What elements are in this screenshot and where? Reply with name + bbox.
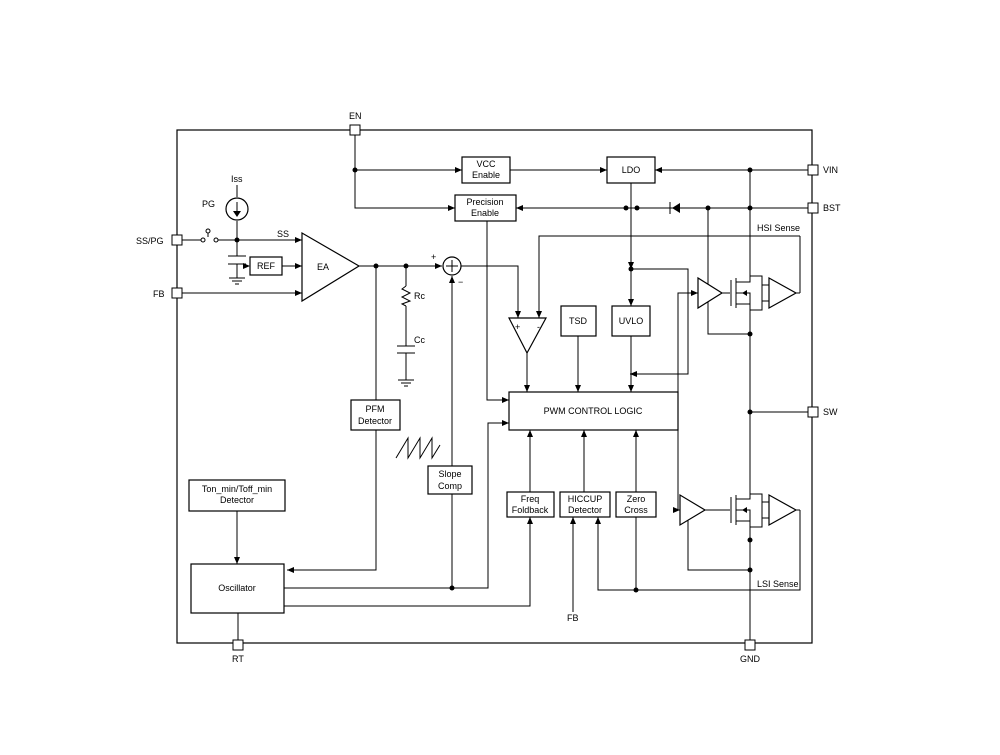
pin-fb	[171, 287, 183, 299]
pin-sw	[807, 406, 819, 418]
pin-rt	[232, 639, 244, 651]
pfm-detector-block: PFM Detector	[350, 399, 401, 431]
pin-rt-label: RT	[232, 654, 244, 664]
rc-resistor-icon: Rc	[400, 285, 425, 307]
bootstrap-diode-icon	[669, 202, 680, 214]
iss-label: Iss	[231, 174, 243, 184]
high-side-current-sense-amp: HSI Sense	[757, 223, 800, 310]
pwm-comparator: + -	[508, 317, 548, 355]
pin-ss-pg	[171, 234, 183, 246]
sum-minus-label: −	[458, 277, 463, 287]
svg-text:Detector: Detector	[568, 505, 602, 515]
pg-switch-icon: PG	[200, 199, 219, 243]
pin-fb-label: FB	[153, 289, 165, 299]
low-side-gate-driver	[679, 493, 730, 527]
pin-bst-label: BST	[823, 203, 841, 213]
current-source-icon: Iss	[225, 174, 249, 221]
summing-junction-icon: + −	[431, 252, 463, 287]
slope-comp-block: Slope Comp	[427, 465, 473, 495]
cc-capacitor-icon: Cc	[397, 335, 425, 387]
pg-label: PG	[202, 199, 215, 209]
pin-sw-label: SW	[823, 407, 838, 417]
ss-label: SS	[277, 229, 289, 239]
svg-text:Detector: Detector	[358, 416, 392, 426]
pins: EN VIN BST SW GND RT SS/PG FB	[136, 111, 841, 664]
svg-text:Oscillator: Oscillator	[218, 583, 256, 593]
svg-text:Slope: Slope	[438, 469, 461, 479]
svg-text:LDO: LDO	[622, 165, 641, 175]
low-side-mosfet-icon	[730, 490, 763, 530]
pin-vin-label: VIN	[823, 165, 838, 175]
ss-capacitor-icon	[228, 255, 246, 285]
pin-vin	[807, 164, 819, 176]
svg-text:Cross: Cross	[624, 505, 648, 515]
cmp-minus-label: -	[537, 322, 540, 332]
ton-toff-min-detector-block: Ton_min/Toff_min Detector	[188, 479, 286, 512]
low-side-current-sense-amp: LSI Sense	[757, 493, 800, 589]
freq-foldback-block: Freq Foldback	[506, 491, 555, 518]
high-side-gate-driver	[697, 276, 730, 310]
pwm-control-logic-block: PWM CONTROL LOGIC	[508, 391, 679, 431]
svg-text:EA: EA	[317, 262, 329, 272]
pin-ss-pg-label: SS/PG	[136, 236, 164, 246]
svg-text:HICCUP: HICCUP	[568, 494, 603, 504]
svg-text:PFM: PFM	[366, 404, 385, 414]
oscillator-block: Oscillator	[190, 563, 285, 614]
precision-enable-block: Precision Enable	[454, 194, 517, 222]
vcc-enable-block: VCC Enable	[461, 156, 511, 184]
junction-dots	[234, 167, 753, 593]
svg-text:Ton_min/Toff_min: Ton_min/Toff_min	[202, 484, 272, 494]
pin-gnd-label: GND	[740, 654, 761, 664]
svg-text:Enable: Enable	[472, 170, 500, 180]
ldo-block: LDO	[606, 156, 656, 184]
svg-text:Comp: Comp	[438, 481, 462, 491]
rc-label: Rc	[414, 291, 425, 301]
sawtooth-waveform-icon	[395, 436, 441, 460]
svg-text:Foldback: Foldback	[512, 505, 549, 515]
svg-text:Freq: Freq	[521, 494, 540, 504]
pin-en	[349, 124, 361, 136]
ic-boundary	[176, 129, 813, 644]
svg-text:Enable: Enable	[471, 208, 499, 218]
pin-en-label: EN	[349, 111, 362, 121]
lsi-sense-label: LSI Sense	[757, 579, 799, 589]
svg-text:REF: REF	[257, 261, 276, 271]
pin-bst	[807, 202, 819, 214]
uvlo-block: UVLO	[611, 305, 651, 337]
svg-text:Precision: Precision	[466, 197, 503, 207]
svg-text:UVLO: UVLO	[619, 316, 644, 326]
hiccup-detector-block: HICCUP Detector	[559, 491, 611, 518]
tsd-block: TSD	[560, 305, 597, 337]
pin-gnd	[744, 639, 756, 651]
cc-label: Cc	[414, 335, 425, 345]
svg-text:PWM CONTROL LOGIC: PWM CONTROL LOGIC	[544, 406, 643, 416]
error-amplifier: EA	[301, 231, 361, 303]
wiring	[181, 135, 808, 640]
high-side-mosfet-icon	[730, 270, 763, 313]
svg-text:Detector: Detector	[220, 495, 254, 505]
sum-plus-label: +	[431, 252, 436, 262]
fb-bottom-label: FB	[567, 613, 579, 623]
svg-text:VCC: VCC	[476, 159, 496, 169]
arrowheads	[234, 167, 698, 573]
cmp-plus-label: +	[515, 322, 520, 332]
svg-text:Zero: Zero	[627, 494, 646, 504]
svg-text:TSD: TSD	[569, 316, 588, 326]
ref-block: REF	[249, 256, 283, 276]
hsi-sense-label: HSI Sense	[757, 223, 800, 233]
zero-cross-block: Zero Cross	[615, 491, 657, 518]
